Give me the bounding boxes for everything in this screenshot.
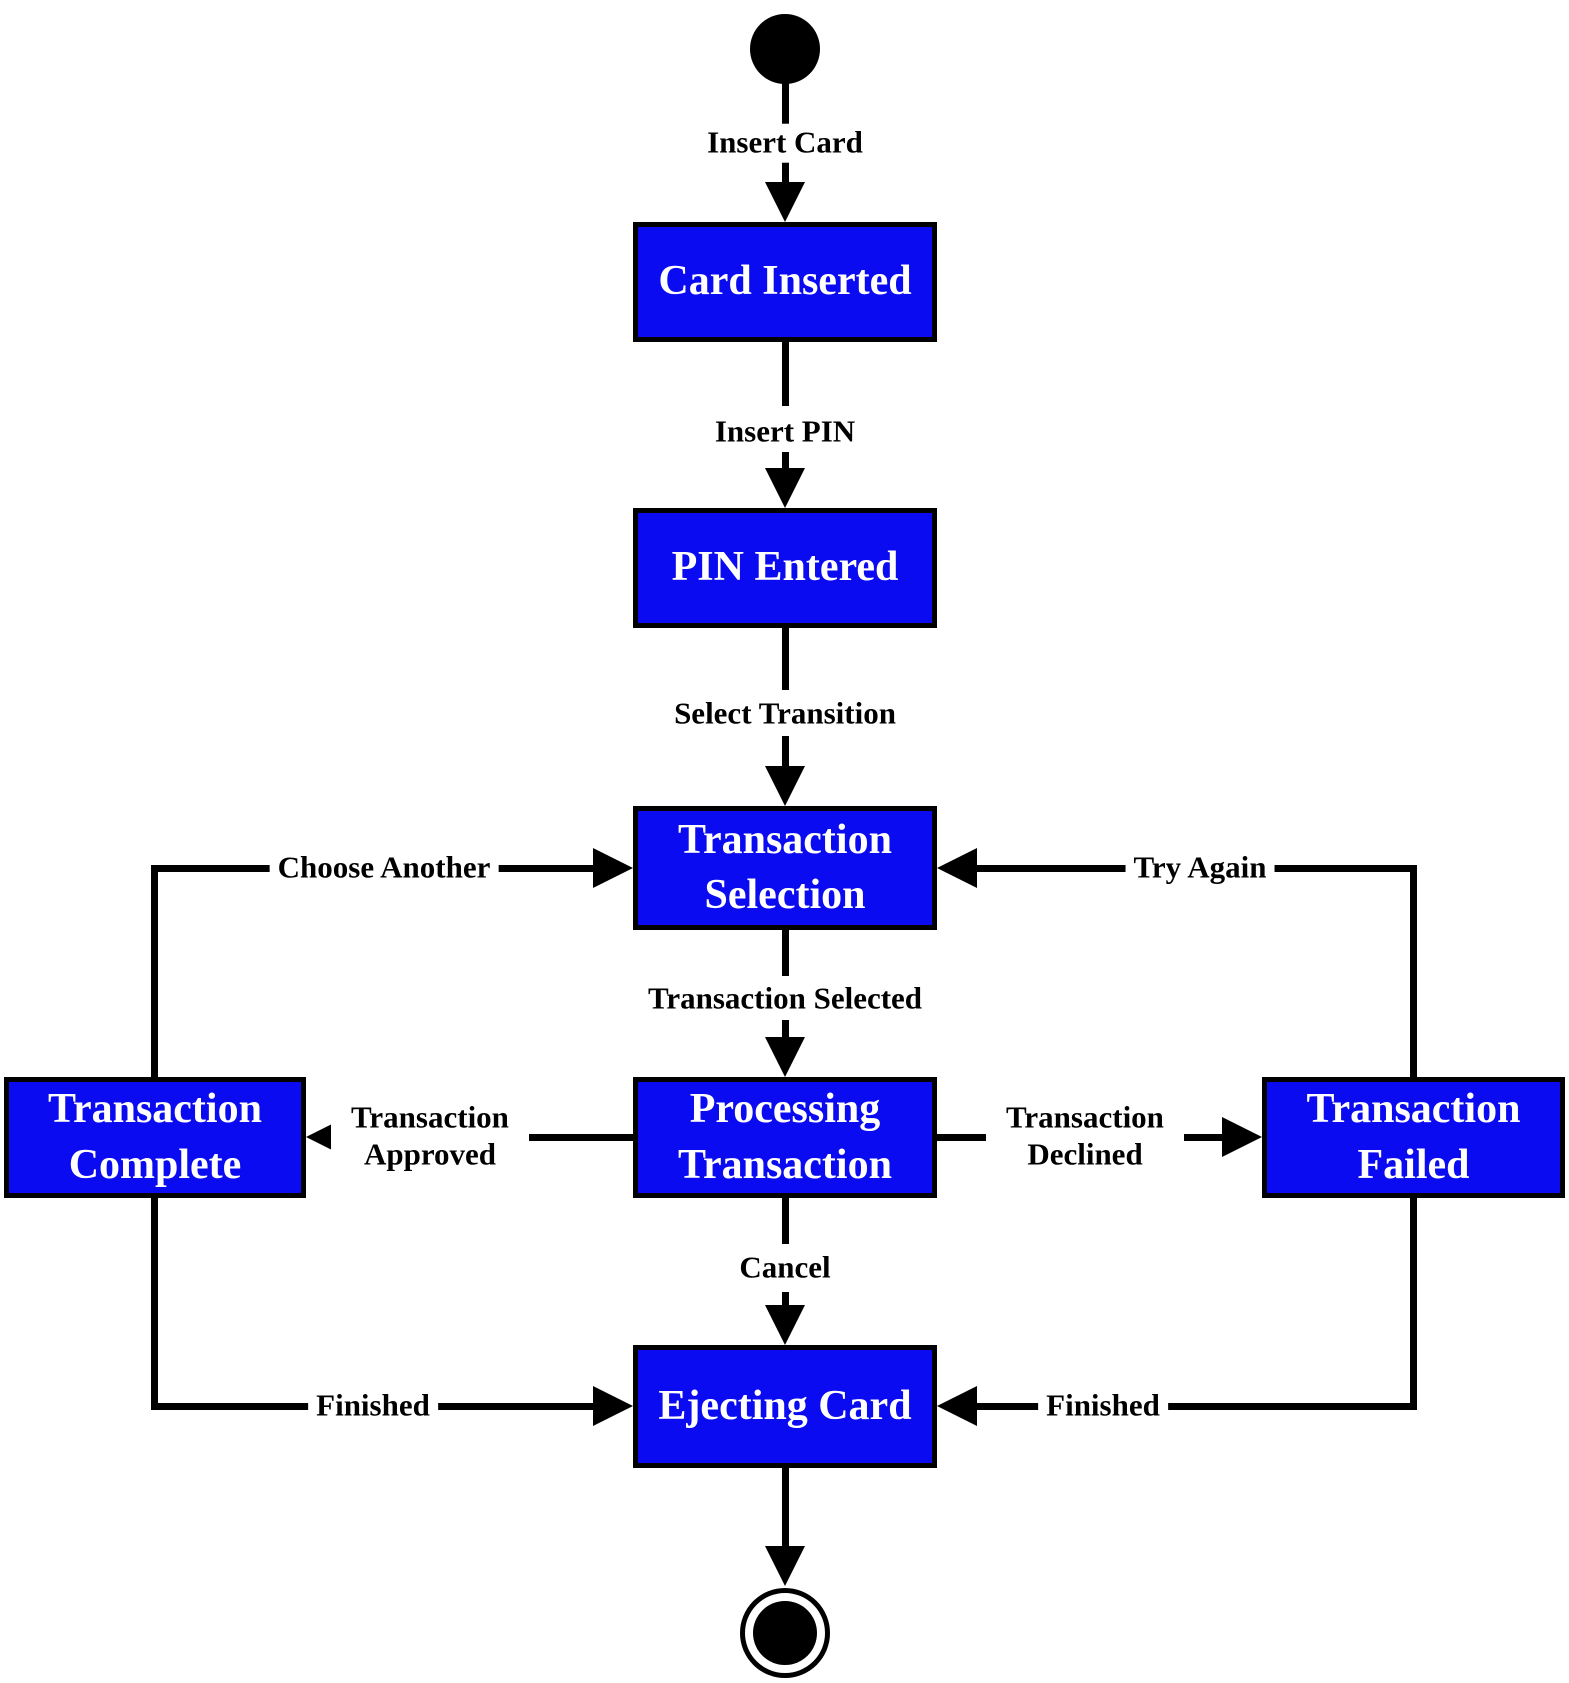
state-ejecting-card-label: Ejecting Card xyxy=(658,1382,912,1429)
state-transaction-failed: Transaction Failed xyxy=(1262,1077,1565,1198)
edge-transaction-declined-label: Transaction Declined xyxy=(986,1098,1184,1174)
edge-transaction-declined-arrowhead-icon xyxy=(1222,1117,1262,1157)
edge-insert-pin-label: Insert PIN xyxy=(706,412,864,452)
state-transaction-complete-label: Transaction Complete xyxy=(48,1086,262,1188)
edge-insert-card-arrowhead-icon xyxy=(765,182,805,222)
edge-to-final-arrowhead-icon xyxy=(765,1546,805,1586)
state-processing-transaction: Processing Transaction xyxy=(633,1077,937,1198)
edge-choose-another-label: Choose Another xyxy=(269,848,499,888)
state-pin-entered: PIN Entered xyxy=(633,508,937,628)
state-card-inserted: Card Inserted xyxy=(633,222,937,342)
edge-select-transition-label: Select Transition xyxy=(666,694,904,734)
initial-state-icon xyxy=(750,14,820,84)
edge-finished-right-label: Finished xyxy=(1038,1386,1168,1426)
edge-finished-left-label: Finished xyxy=(308,1386,438,1426)
edge-transaction-selected-label: Transaction Selected xyxy=(639,979,931,1019)
edge-select-transition-line-1 xyxy=(782,628,789,690)
final-state-dot xyxy=(753,1601,817,1665)
edge-try-again-label: Try Again xyxy=(1125,848,1275,888)
edge-finished-left-arrowhead-icon xyxy=(593,1386,633,1426)
state-transaction-failed-label: Transaction Failed xyxy=(1306,1086,1521,1188)
edge-cancel-label: Cancel xyxy=(731,1248,839,1288)
edge-finished-right-line-horizontal xyxy=(977,1403,1417,1410)
edge-insert-card-line-1 xyxy=(782,80,789,126)
edge-try-again-arrowhead-icon xyxy=(937,848,977,888)
state-transaction-selection: Transaction Selection xyxy=(633,806,937,930)
edge-cancel-arrowhead-icon xyxy=(765,1305,805,1345)
edge-transaction-selected-line-2 xyxy=(782,1020,789,1038)
state-card-inserted-label: Card Inserted xyxy=(658,258,912,305)
edge-select-transition-line-2 xyxy=(782,736,789,766)
edge-to-final-line xyxy=(782,1468,789,1548)
state-transaction-selection-label: Transaction Selection xyxy=(678,816,892,918)
state-pin-entered-label: PIN Entered xyxy=(671,544,899,591)
edge-transaction-selected-arrowhead-icon xyxy=(765,1037,805,1077)
edge-cancel-line-2 xyxy=(782,1292,789,1306)
edge-choose-another-line-vertical xyxy=(151,865,158,1077)
edge-cancel-line-1 xyxy=(782,1198,789,1244)
edge-insert-pin-arrowhead-icon xyxy=(765,468,805,508)
edge-try-again-line-vertical xyxy=(1410,865,1417,1077)
edge-finished-right-arrowhead-icon xyxy=(937,1386,977,1426)
edge-insert-card-line-2 xyxy=(782,160,789,184)
edge-finished-left-line-vertical xyxy=(151,1198,158,1410)
state-ejecting-card: Ejecting Card xyxy=(633,1345,937,1468)
edge-insert-pin-line-1 xyxy=(782,342,789,406)
edge-insert-card-label: Insert Card xyxy=(699,123,871,163)
edge-insert-pin-line-2 xyxy=(782,452,789,470)
edge-transaction-selected-line-1 xyxy=(782,930,789,976)
edge-choose-another-arrowhead-icon xyxy=(593,848,633,888)
edge-select-transition-arrowhead-icon xyxy=(765,766,805,806)
edge-finished-right-line-vertical xyxy=(1410,1198,1417,1410)
edge-transaction-approved-label: Transaction Approved xyxy=(331,1098,529,1174)
state-processing-transaction-label: Processing Transaction xyxy=(678,1086,892,1188)
state-transaction-complete: Transaction Complete xyxy=(4,1077,306,1198)
